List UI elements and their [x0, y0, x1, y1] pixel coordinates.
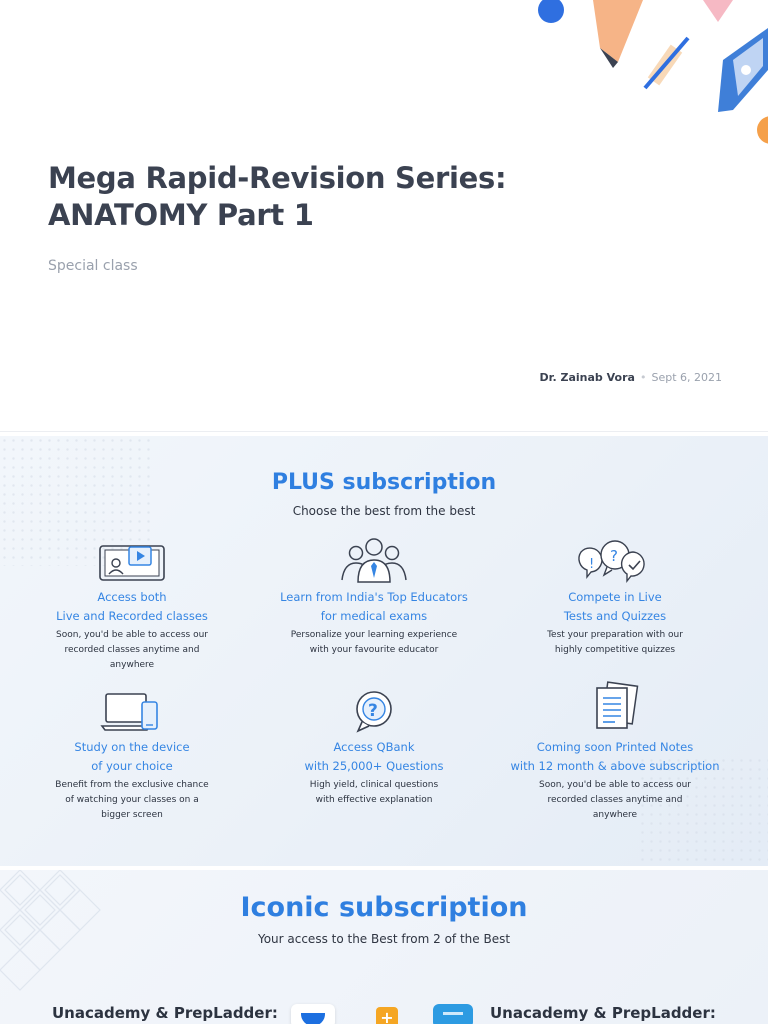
feature-heading-line: Live and Recorded classes	[56, 609, 208, 623]
iconic-title: Iconic subscription	[240, 892, 528, 923]
feature-live-quizzes: ! ? Compete in Live Tests and Quizzes Te…	[499, 538, 731, 658]
svg-text:!: !	[589, 557, 594, 572]
feature-description-line: bigger screen	[101, 810, 163, 820]
svg-text:?: ?	[610, 547, 618, 565]
feature-description-line: with effective explanation	[315, 795, 433, 805]
video-call-icon	[99, 545, 165, 581]
lesson-subtitle: Special class	[48, 258, 138, 274]
feature-heading-line: Access both	[97, 590, 167, 604]
feature-description-line: of watching your classes on a	[65, 795, 199, 805]
devices-icon	[100, 693, 158, 731]
diamond-pattern-decoration	[0, 870, 101, 991]
lesson-meta: Dr. Zainab Vora • Sept 6, 2021	[540, 371, 722, 384]
feature-description-line: Benefit from the exclusive chance	[55, 780, 209, 790]
feature-description-line: anywhere	[109, 660, 155, 670]
plus-title: PLUS subscription	[271, 470, 497, 495]
feature-printed-notes: Coming soon Printed Notes with 12 month …	[499, 680, 731, 823]
quiz-bubbles-icon: ! ?	[578, 540, 645, 583]
feature-heading-line: Compete in Live	[568, 590, 662, 604]
unacademy-logo-icon	[291, 1004, 335, 1024]
feature-description-line: Soon, you'd be able to access our	[539, 780, 691, 790]
feature-heading-line: Learn from India's Top Educators	[280, 590, 468, 604]
svg-text:?: ?	[368, 701, 378, 721]
iconic-subscription-slide: Iconic subscription Your access to the B…	[0, 870, 768, 1024]
feature-heading-line: with 25,000+ Questions	[304, 759, 444, 773]
feature-heading-line: for medical exams	[320, 609, 428, 623]
plus-subscription-slide: PLUS subscription Choose the best from t…	[0, 436, 768, 866]
feature-live-recorded: Access both Live and Recorded classes So…	[16, 542, 248, 673]
feature-device-choice: Study on the device of your choice Benef…	[16, 690, 248, 823]
lesson-title-slide: Mega Rapid-Revision Series: ANATOMY Part…	[0, 0, 768, 432]
plus-subtitle: Choose the best from the best	[292, 504, 476, 518]
feature-heading-line: Access QBank	[333, 740, 415, 754]
printed-notes-icon	[596, 681, 639, 729]
feature-top-educators: Learn from India's Top Educators for med…	[258, 536, 490, 658]
prepladder-logo-icon	[433, 1004, 473, 1024]
feature-description-line: Test your preparation with our	[547, 630, 683, 640]
feature-description-line: anywhere	[592, 810, 638, 820]
feature-heading-line: of your choice	[91, 759, 173, 773]
feature-heading-line: with 12 month & above subscription	[510, 759, 720, 773]
dot-pattern-decoration	[0, 436, 150, 566]
educator-name: Dr. Zainab Vora	[539, 371, 635, 384]
feature-qbank: ? Access QBank with 25,000+ Questions Hi…	[258, 688, 490, 808]
meta-separator: •	[639, 371, 647, 384]
stationery-decoration-icon	[538, 0, 768, 144]
brand-label-right: Unacademy & PrepLadder:	[490, 1004, 716, 1022]
lesson-title-line-2: ANATOMY Part 1	[48, 198, 314, 232]
feature-heading-line: Study on the device	[74, 740, 190, 754]
feature-description-line: Personalize your learning experience	[290, 630, 458, 640]
feature-description-line: High yield, clinical questions	[309, 780, 439, 790]
qbank-question-icon: ?	[356, 691, 392, 733]
feature-description-line: highly competitive quizzes	[554, 645, 676, 655]
dot-pattern-decoration	[638, 756, 768, 866]
iconic-subtitle: Your access to the Best from 2 of the Be…	[257, 932, 511, 946]
feature-heading-line: Tests and Quizzes	[563, 609, 667, 623]
educators-group-icon	[341, 538, 407, 583]
lesson-title-line-1: Mega Rapid-Revision Series:	[48, 161, 507, 195]
feature-description-line: recorded classes anytime and	[64, 645, 200, 655]
plus-sign-icon: +	[376, 1007, 398, 1024]
lesson-date: Sept 6, 2021	[651, 371, 722, 384]
feature-description-line: Soon, you'd be able to access our	[56, 630, 208, 640]
feature-description-line: with your favourite educator	[309, 645, 439, 655]
lesson-title: Mega Rapid-Revision Series: ANATOMY Part…	[48, 160, 568, 234]
brand-label-left: Unacademy & PrepLadder:	[52, 1004, 278, 1022]
feature-description-line: recorded classes anytime and	[547, 795, 683, 805]
feature-heading-line: Coming soon Printed Notes	[536, 740, 694, 754]
